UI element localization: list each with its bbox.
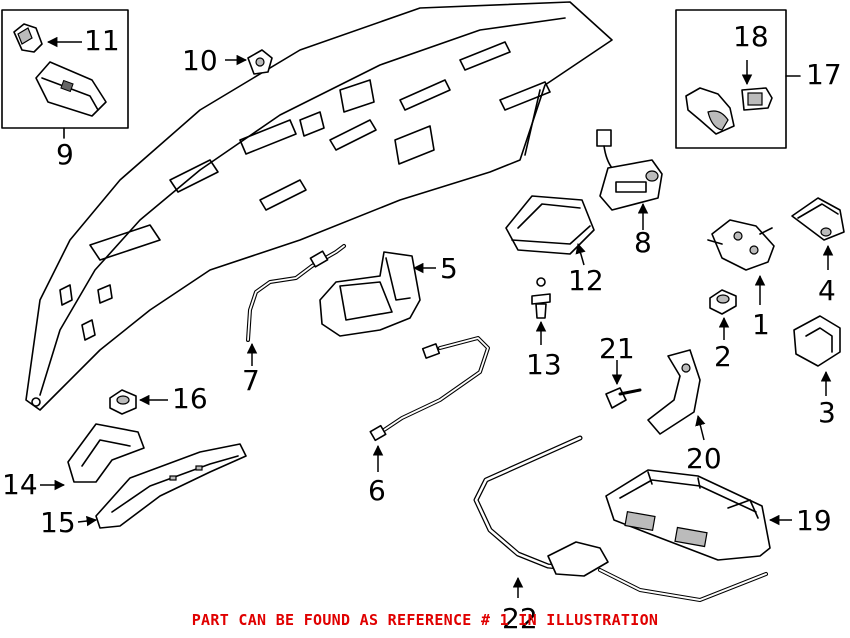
part-9-11-inset: [1, 9, 129, 139]
part-21-bolt: [605, 360, 642, 409]
part-12-cover: [505, 195, 595, 266]
callout-22: 22: [502, 602, 538, 635]
part-22-cable: [473, 435, 768, 602]
part-19-actuator: [605, 469, 792, 561]
part-3-bumper: [793, 315, 841, 396]
part-15-rail: [77, 443, 247, 529]
part-1-latch: [707, 219, 775, 305]
part-17-18-inset: [675, 9, 801, 149]
part-2-nut: [709, 289, 737, 340]
part-20-bracket: [647, 349, 706, 441]
callout-6: 6: [368, 474, 386, 507]
callout-15: 15: [40, 506, 76, 539]
callout-17: 17: [806, 58, 842, 91]
callout-21: 21: [599, 332, 635, 365]
callout-16: 16: [172, 382, 208, 415]
callout-8: 8: [634, 226, 652, 259]
reference-notice: PART CAN BE FOUND AS REFERENCE # 1 IN IL…: [191, 611, 659, 629]
part-16-nut: [109, 389, 168, 415]
part-7-cable: [246, 244, 346, 366]
part-14-bracket: [40, 423, 145, 491]
callout-14: 14: [2, 468, 38, 501]
callout-18: 18: [733, 20, 769, 53]
callout-3: 3: [818, 396, 836, 429]
callout-5: 5: [440, 252, 458, 285]
part-8-handle: [596, 129, 663, 230]
callout-7: 7: [242, 364, 260, 397]
part-10-clip: [225, 49, 273, 75]
callout-9: 9: [56, 138, 74, 171]
callout-12: 12: [568, 264, 604, 297]
callout-20: 20: [686, 442, 722, 475]
callout-11: 11: [84, 24, 120, 57]
part-13-pin: [531, 277, 551, 345]
callout-13: 13: [526, 348, 562, 381]
part-4-bracket: [791, 197, 845, 270]
part-6-cable: [369, 336, 490, 472]
callout-19: 19: [796, 504, 832, 537]
callout-10: 10: [182, 44, 218, 77]
trunk-lid-panel: [25, 1, 613, 411]
part-5-housing: [319, 251, 436, 337]
callout-1: 1: [752, 308, 770, 341]
callout-2: 2: [714, 340, 732, 373]
callout-4: 4: [818, 274, 836, 307]
